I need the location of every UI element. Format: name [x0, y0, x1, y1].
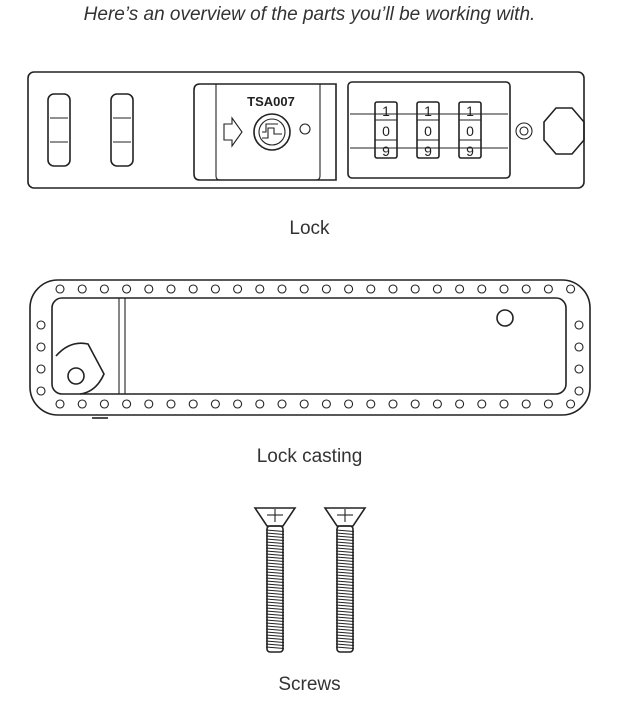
rivet: [574, 342, 584, 352]
dial-1: 1 0 9: [374, 101, 398, 159]
rivet: [277, 284, 287, 294]
screws-caption: Screws: [278, 674, 341, 695]
indicator-ring: [515, 122, 533, 140]
rivet: [388, 399, 398, 409]
tsa-key-plate: TSA007: [193, 83, 337, 181]
rivet: [210, 399, 220, 409]
rivet: [543, 284, 553, 294]
rivet: [77, 284, 87, 294]
rivet: [499, 399, 509, 409]
rivet: [410, 284, 420, 294]
screw-2: [323, 507, 367, 653]
rivet: [432, 284, 442, 294]
casting-lobe: [55, 342, 105, 395]
rivet: [366, 284, 376, 294]
slider-button-right: [110, 93, 134, 167]
rivet: [321, 399, 331, 409]
rivet: [299, 284, 309, 294]
rivet: [432, 399, 442, 409]
combination-dials: 1 0 9 1 0 9 1 0 9: [374, 101, 482, 159]
rivet: [477, 284, 487, 294]
rivet: [455, 399, 465, 409]
dial-2-digit-bottom: 9: [424, 143, 432, 159]
rivet: [55, 284, 65, 294]
rivet: [566, 284, 576, 294]
lock-caption: Lock: [289, 218, 330, 239]
keyhole: [253, 113, 291, 151]
rivet: [36, 386, 46, 396]
dial-1-digit-bottom: 9: [382, 143, 390, 159]
rivet: [122, 284, 132, 294]
rivet: [388, 284, 398, 294]
lock-casting-caption: Lock casting: [256, 446, 363, 467]
slider-button-left: [47, 93, 71, 167]
rivet: [344, 284, 354, 294]
intro-text: Here’s an overview of the parts you’ll b…: [83, 4, 536, 25]
dial-2: 1 0 9: [416, 101, 440, 159]
rivet: [99, 284, 109, 294]
rivet: [255, 284, 265, 294]
casting-inner: [51, 297, 567, 395]
rivet: [277, 399, 287, 409]
dial-1-digit-middle: 0: [382, 123, 390, 139]
dial-3-digit-middle: 0: [466, 123, 474, 139]
casting-screw-hole: [67, 367, 85, 385]
rivet: [521, 399, 531, 409]
rivet: [144, 399, 154, 409]
rivet: [344, 399, 354, 409]
casting-outer: [29, 279, 591, 416]
dial-1-digit-top: 1: [382, 103, 390, 119]
rivet: [188, 399, 198, 409]
rivet: [166, 284, 176, 294]
rivet: [574, 320, 584, 330]
rivet: [566, 399, 576, 409]
rivet: [366, 399, 376, 409]
rivet: [255, 399, 265, 409]
dial-3-digit-bottom: 9: [466, 143, 474, 159]
rivet: [188, 284, 198, 294]
rivet: [410, 399, 420, 409]
rivet: [122, 399, 132, 409]
screw-1: [253, 507, 297, 653]
rivet: [299, 399, 309, 409]
plate-hole: [299, 123, 311, 135]
casting-small-hole: [496, 309, 514, 327]
dial-2-digit-middle: 0: [424, 123, 432, 139]
rivet: [36, 320, 46, 330]
rivet: [210, 284, 220, 294]
rivet: [521, 284, 531, 294]
rivet: [55, 399, 65, 409]
rivet: [144, 284, 154, 294]
rivet: [99, 399, 109, 409]
rivet: [499, 284, 509, 294]
rivet: [36, 364, 46, 374]
rivet: [36, 342, 46, 352]
rivet: [233, 399, 243, 409]
hex-knob: [543, 107, 585, 155]
rivet: [455, 284, 465, 294]
dial-3: 1 0 9: [458, 101, 482, 159]
dial-2-digit-top: 1: [424, 103, 432, 119]
tsa-label: TSA007: [247, 94, 295, 109]
lock-illustration: TSA007 1 0 9 1 0 9 1 0 9: [27, 71, 585, 189]
rivet: [543, 399, 553, 409]
casting-rivets: [36, 284, 584, 409]
rivet: [477, 399, 487, 409]
rivet: [321, 284, 331, 294]
rivet: [574, 386, 584, 396]
arrow-icon: [223, 116, 243, 148]
dial-3-digit-top: 1: [466, 103, 474, 119]
rivet: [233, 284, 243, 294]
rivet: [574, 364, 584, 374]
rivet: [166, 399, 176, 409]
rivet: [77, 399, 87, 409]
lock-casting-illustration: [29, 279, 591, 419]
screws-illustration: [253, 507, 367, 653]
